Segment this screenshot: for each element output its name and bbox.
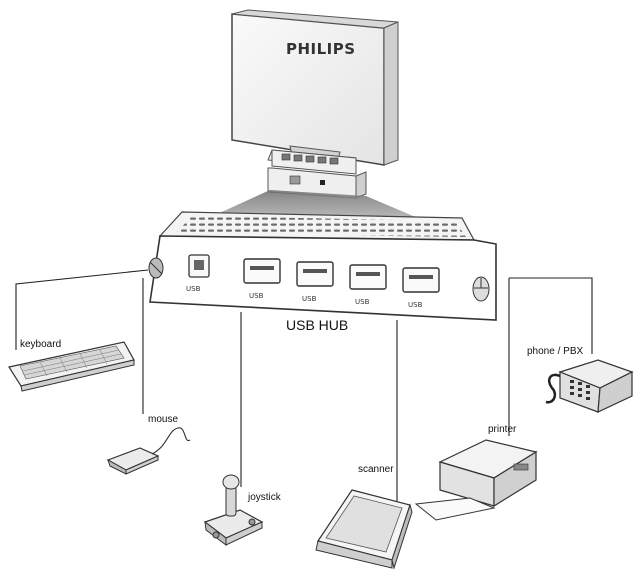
mouse-icon: [106, 427, 191, 475]
device-label-keyboard: keyboard: [20, 339, 61, 350]
hub-mounting-screw-icon: [148, 257, 164, 279]
port-label: USB: [302, 295, 317, 303]
printer-icon: [414, 439, 538, 521]
joystick-icon: [203, 474, 264, 546]
phone-icon: [545, 359, 634, 413]
mouse-port-icon: [472, 276, 490, 302]
hub-label: USB HUB: [286, 317, 348, 333]
monitor-icon: PHILIPS: [231, 9, 399, 199]
connection-lines: [15, 269, 593, 503]
device-label-scanner: scanner: [358, 464, 394, 475]
port-label: USB: [355, 298, 370, 306]
device-label-joystick: joystick: [247, 492, 282, 503]
keyboard-icon: [8, 341, 135, 392]
usb-hub-panel: USB USB USB USB USB: [148, 211, 497, 321]
scanner-icon: [315, 489, 413, 570]
port-label: USB: [249, 292, 264, 300]
monitor-brand-label: PHILIPS: [286, 40, 356, 58]
port-label: USB: [186, 285, 201, 293]
port-label: USB: [408, 301, 423, 309]
device-label-phone: phone / PBX: [527, 346, 583, 357]
device-label-printer: printer: [488, 424, 517, 435]
device-label-mouse: mouse: [148, 414, 178, 425]
